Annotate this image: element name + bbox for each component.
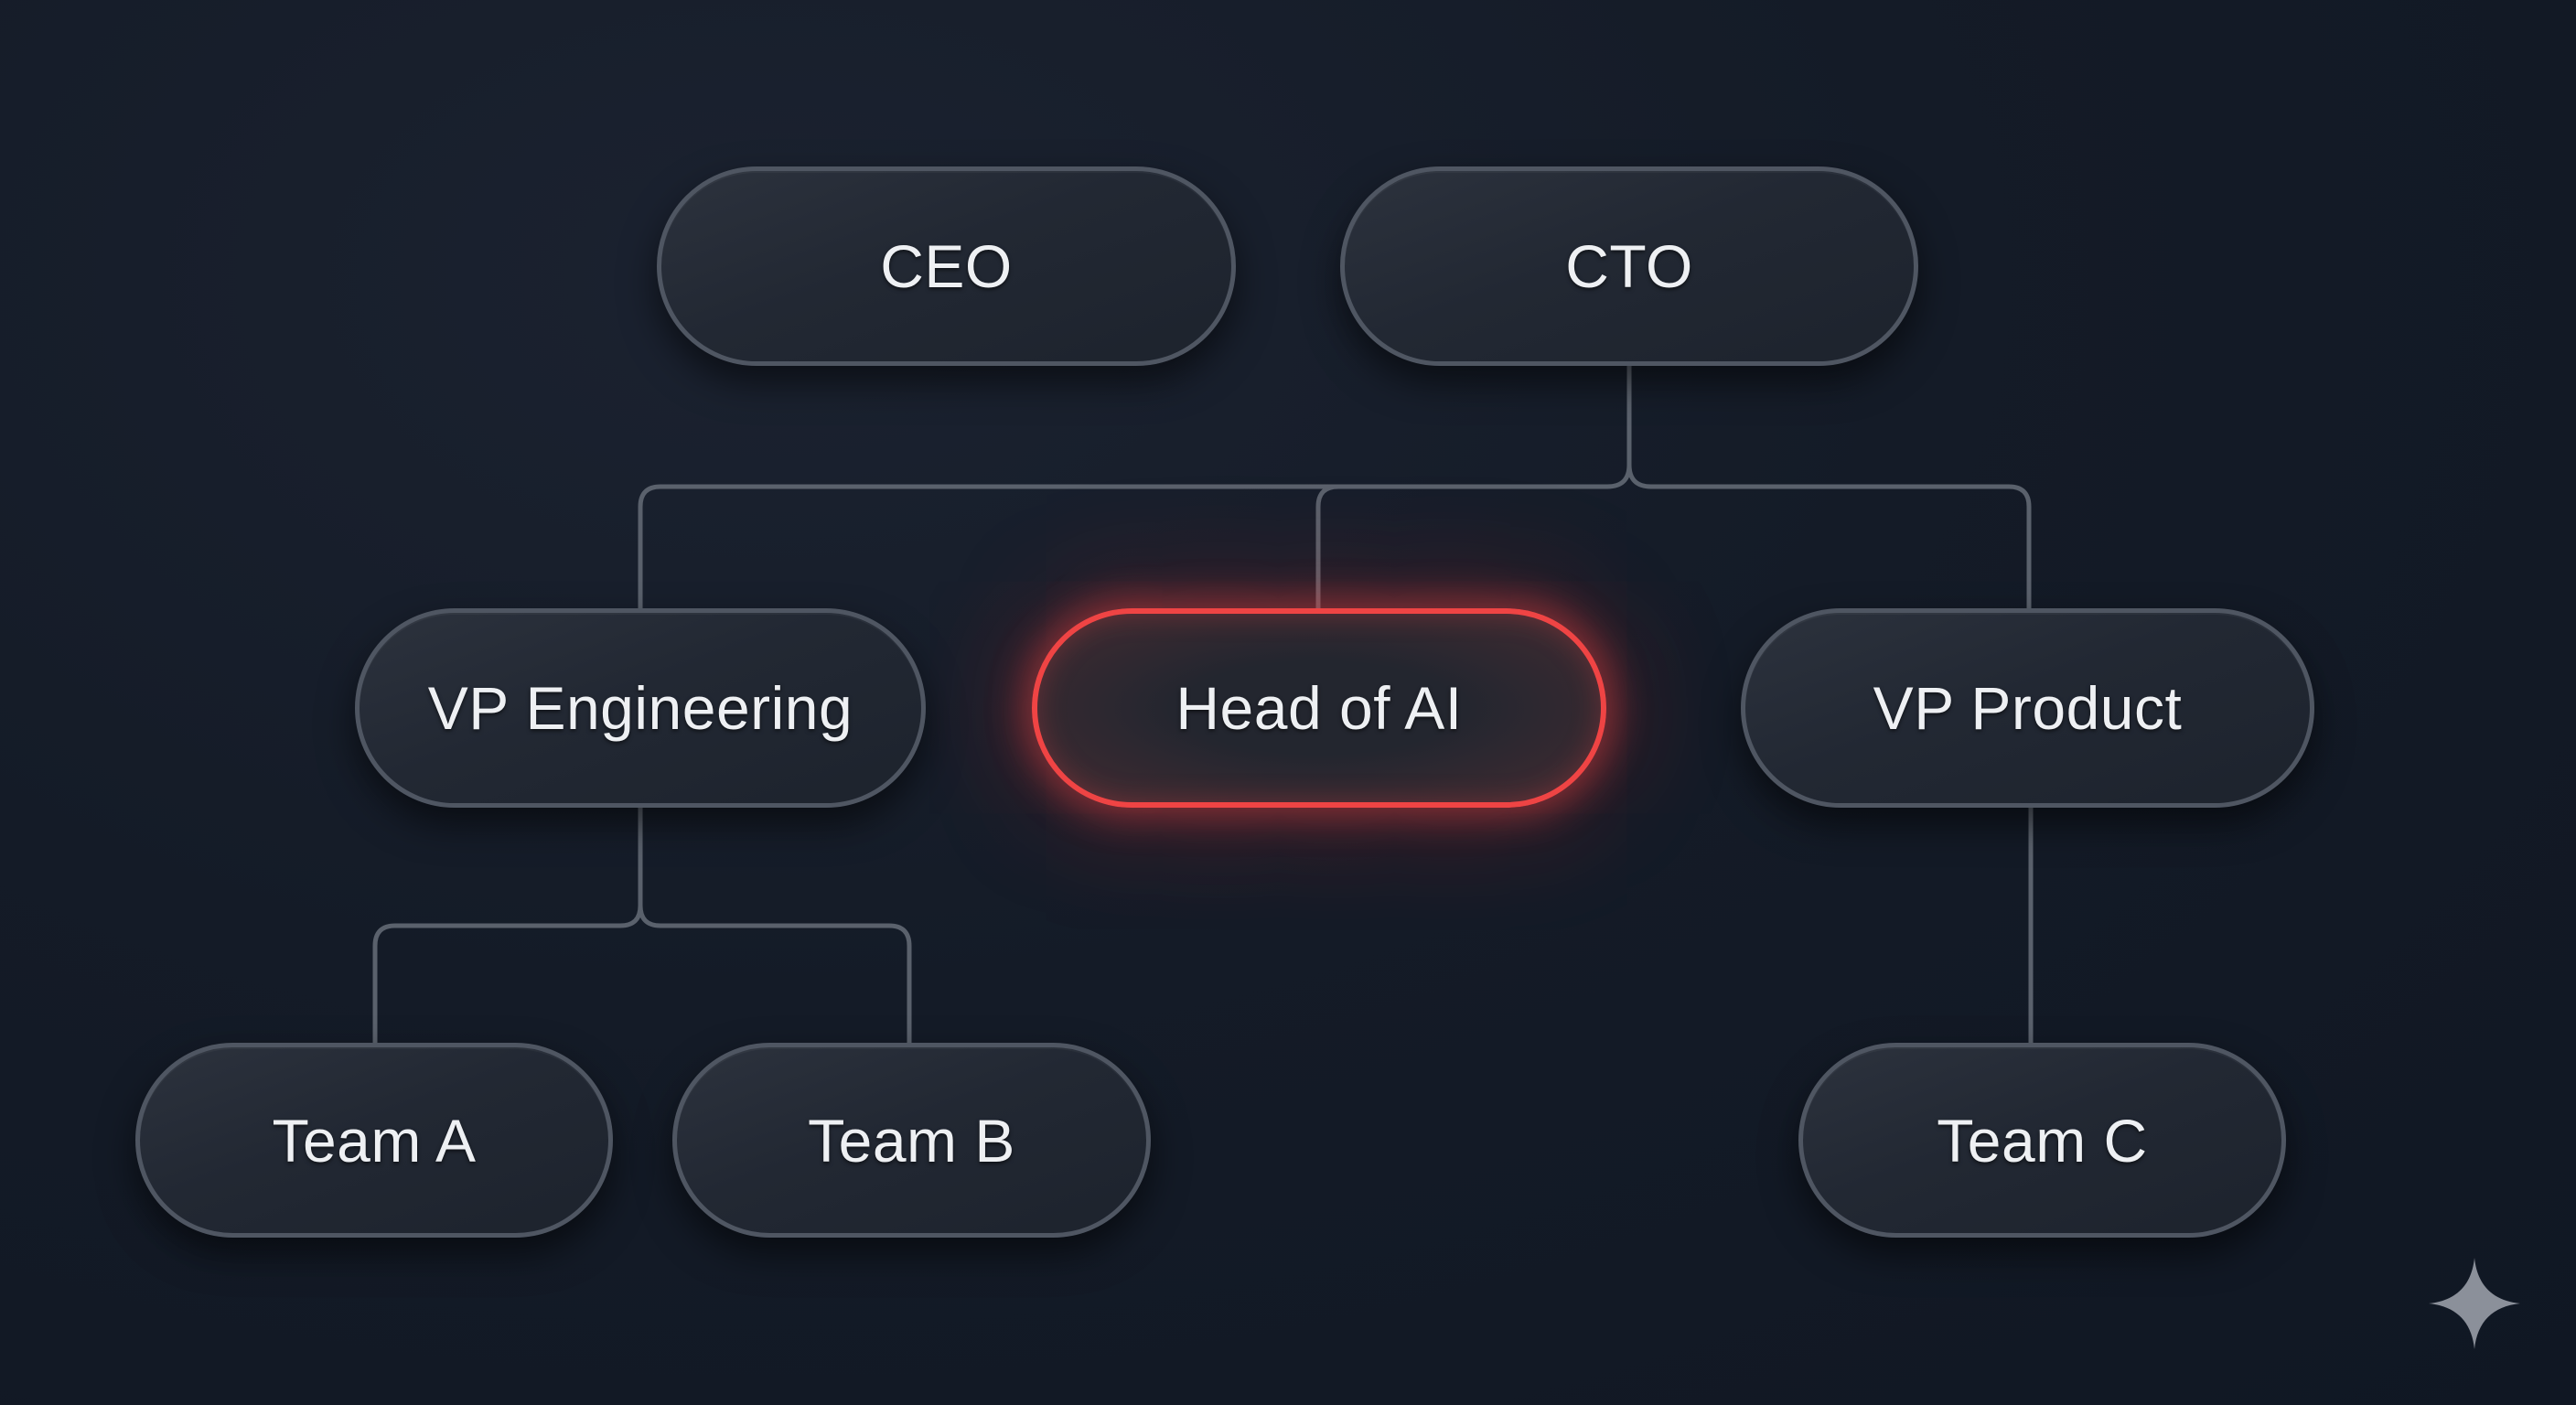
node-cto[interactable]: CTO — [1340, 166, 1918, 366]
connector-vp-engineering-trunk — [617, 805, 663, 928]
node-team-c[interactable]: Team C — [1798, 1043, 2286, 1238]
connector-cto-trunk — [1605, 363, 1654, 489]
node-vp-engineering[interactable]: VP Engineering — [355, 608, 926, 808]
sparkle-icon — [2429, 1258, 2520, 1349]
connector-vp-engineering-to-team-b — [658, 923, 912, 1046]
connector-vp-engineering-to-team-a — [372, 923, 623, 1046]
node-head-of-ai[interactable]: Head of AI — [1032, 608, 1606, 808]
node-label: Head of AI — [1175, 674, 1463, 742]
node-label: CEO — [880, 232, 1013, 300]
node-ceo[interactable]: CEO — [657, 166, 1236, 366]
node-label: Team C — [1937, 1106, 2148, 1174]
node-team-b[interactable]: Team B — [672, 1043, 1151, 1238]
node-label: Team A — [272, 1106, 477, 1174]
connector-cto-to-head-of-ai — [1315, 484, 1610, 611]
connector-cto-to-vp-engineering — [638, 484, 1610, 611]
connector-cto-to-vp-product — [1648, 484, 2032, 611]
node-label: Team B — [808, 1106, 1015, 1174]
node-team-a[interactable]: Team A — [135, 1043, 613, 1238]
node-label: VP Product — [1873, 674, 2183, 742]
node-vp-product[interactable]: VP Product — [1741, 608, 2314, 808]
node-label: VP Engineering — [427, 674, 853, 742]
node-label: CTO — [1565, 232, 1693, 300]
